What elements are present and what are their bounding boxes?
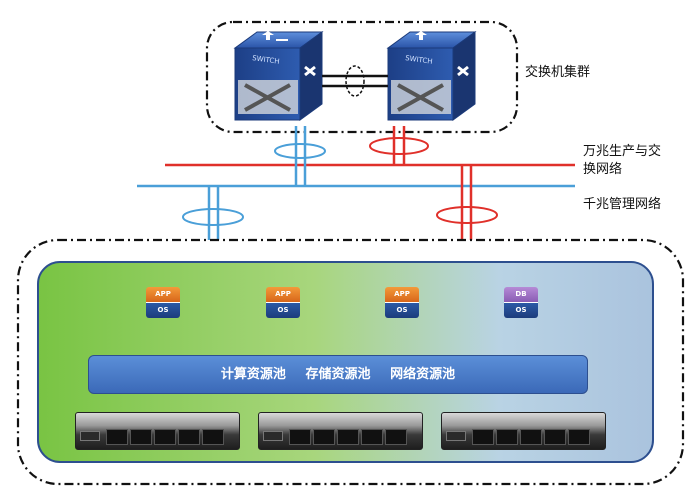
resource-pool-bar: 计算资源池 存储资源池 网络资源池 bbox=[88, 355, 588, 394]
resource-pool-label: 计算资源池 存储资源池 网络资源池 bbox=[220, 367, 456, 382]
server-3 bbox=[441, 412, 606, 450]
app-layer: APP bbox=[266, 287, 300, 302]
gig-mgmt-network-label: 千兆管理网络 bbox=[583, 197, 662, 212]
red-uplink-ring bbox=[369, 137, 429, 155]
svg-text:SWITCH: SWITCH bbox=[405, 54, 433, 66]
server-2 bbox=[258, 412, 423, 450]
switch-cluster-label: 交换机集群 bbox=[525, 65, 591, 80]
app-layer: APP bbox=[385, 287, 419, 302]
red-downlink-ring bbox=[436, 206, 498, 224]
ten-gig-network-label: 万兆生产与交 换网络 bbox=[583, 144, 662, 177]
os-layer: OS bbox=[385, 302, 419, 318]
os-layer: OS bbox=[266, 302, 300, 318]
app-layer: APP bbox=[146, 287, 180, 302]
resource-cluster-border bbox=[16, 238, 685, 486]
blue-downlink-ring bbox=[182, 208, 244, 226]
switch-2-icon: SWITCH bbox=[386, 31, 477, 121]
server-badge-icon bbox=[80, 431, 100, 441]
server-badge-icon bbox=[446, 431, 466, 441]
server-badge-icon bbox=[263, 431, 283, 441]
vm-db: DB OS bbox=[504, 287, 538, 318]
vm-app-3: APP OS bbox=[385, 287, 419, 318]
os-layer: OS bbox=[146, 302, 180, 318]
svg-text:SWITCH: SWITCH bbox=[252, 54, 280, 66]
vm-app-2: APP OS bbox=[266, 287, 300, 318]
os-layer: OS bbox=[504, 302, 538, 318]
switch-1-icon: SWITCH bbox=[233, 31, 324, 121]
server-1 bbox=[75, 412, 240, 450]
db-layer: DB bbox=[504, 287, 538, 302]
switch-cluster-border bbox=[205, 20, 519, 134]
interlink-ring bbox=[345, 65, 365, 97]
blue-uplink-ring bbox=[274, 143, 326, 159]
vm-app-1: APP OS bbox=[146, 287, 180, 318]
